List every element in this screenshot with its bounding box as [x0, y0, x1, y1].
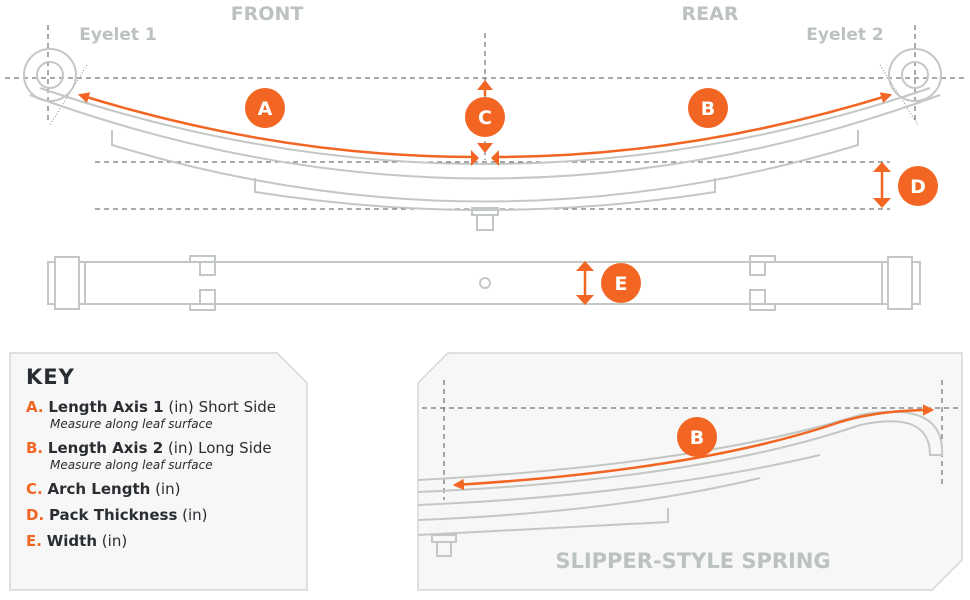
eyelet-2-label: Eyelet 2 — [806, 25, 883, 45]
slipper-badge-b: B — [677, 417, 717, 457]
key-item-d: D. Pack Thickness (in) — [26, 506, 208, 524]
svg-text:C: C — [478, 107, 492, 129]
key-item-b: B. Length Axis 2 (in) Long Side — [26, 439, 272, 457]
eyelet-2 — [888, 48, 942, 102]
svg-text:B: B — [701, 98, 715, 120]
eyelet-1-label: Eyelet 1 — [79, 25, 156, 45]
leaf-spring — [23, 48, 942, 231]
key-title: KEY — [26, 365, 75, 389]
slipper-title: SLIPPER-STYLE SPRING — [555, 549, 830, 573]
front-label: FRONT — [231, 3, 304, 25]
eyelet-1 — [23, 48, 77, 102]
arrow-b — [493, 92, 893, 159]
spring-top-view — [47, 255, 921, 311]
badge-e: E — [601, 263, 641, 303]
badge-c: C — [465, 97, 505, 137]
arrow-e — [576, 261, 594, 305]
key-item-c: C. Arch Length (in) — [26, 480, 181, 498]
slipper-guides — [422, 380, 960, 500]
badge-d: D — [898, 166, 938, 206]
arrow-d — [873, 162, 891, 208]
key-item-a: A. Length Axis 1 (in) Short Side — [26, 398, 277, 416]
key-panel-bg — [9, 352, 308, 591]
svg-text:D: D — [910, 176, 926, 198]
key-note-b: Measure along leaf surface — [50, 458, 213, 472]
key-panel: KEY A. Length Axis 1 (in) Short Side Mea… — [10, 353, 307, 590]
key-item-e: E. Width (in) — [26, 532, 128, 550]
arrow-a — [77, 92, 477, 159]
key-note-a: Measure along leaf surface — [50, 417, 213, 431]
rear-label: REAR — [682, 3, 739, 25]
arrow-c — [471, 80, 499, 166]
badge-b: B — [688, 88, 728, 128]
slipper-arrow-b — [452, 404, 935, 491]
badge-a: A — [245, 88, 285, 128]
svg-text:E: E — [615, 273, 628, 295]
svg-text:B: B — [690, 427, 704, 449]
svg-text:A: A — [258, 98, 273, 120]
